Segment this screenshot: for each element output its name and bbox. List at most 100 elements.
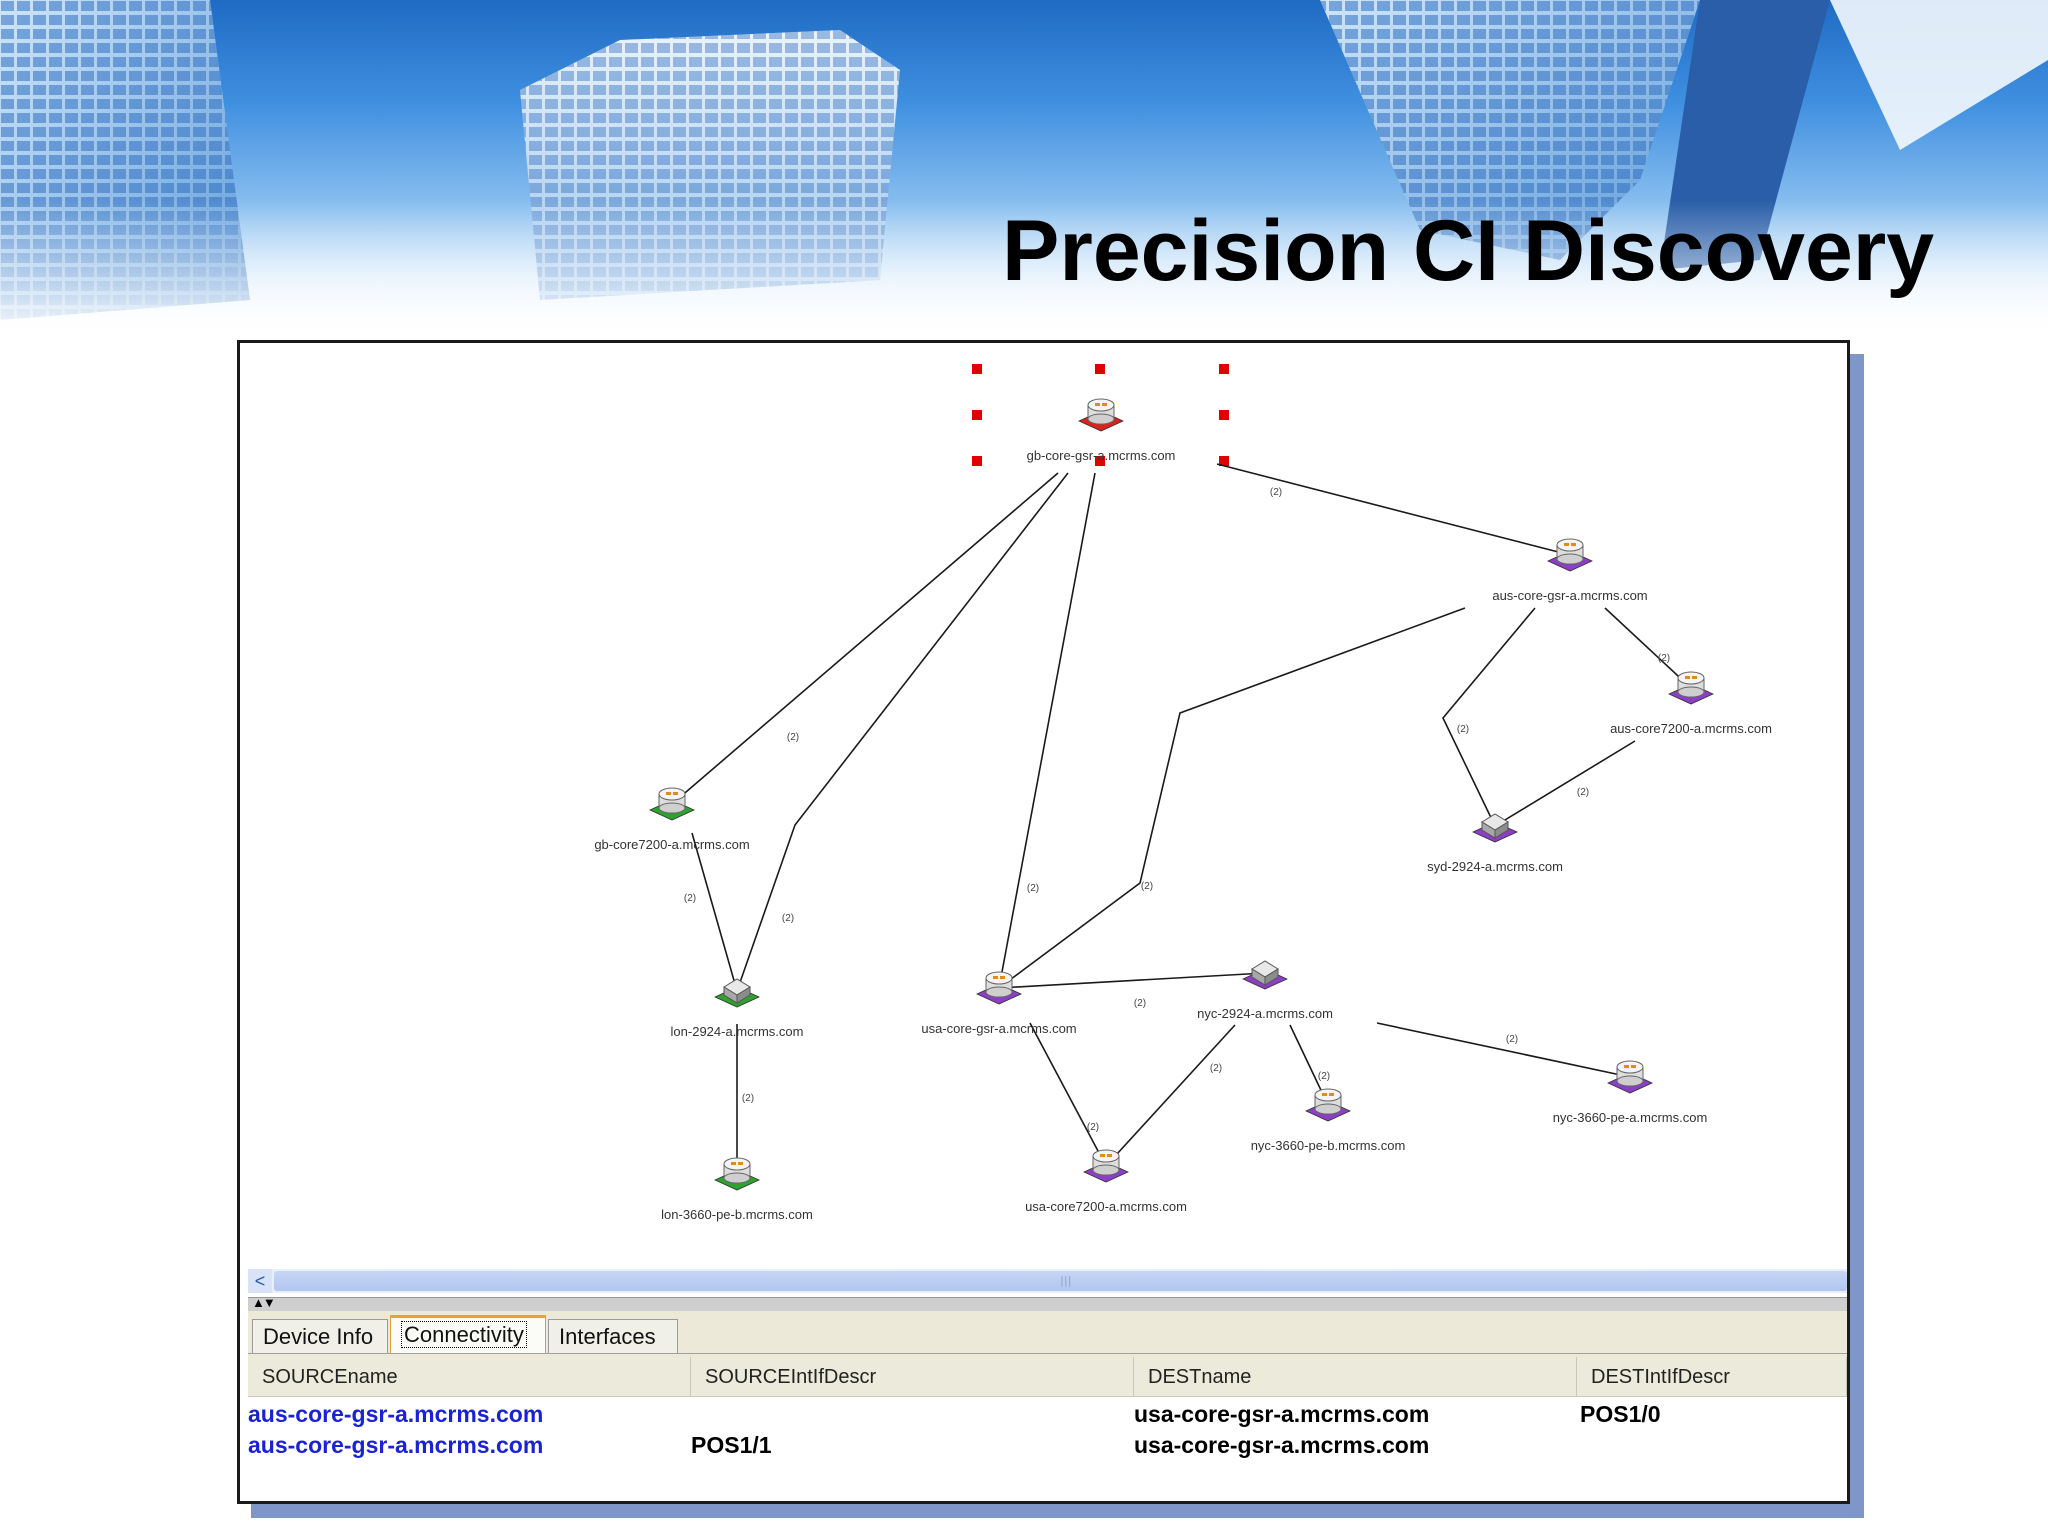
node-label: nyc-3660-pe-b.mcrms.com	[1251, 1138, 1406, 1153]
panel-splitter[interactable]: ▲▼	[248, 1295, 1847, 1312]
edge-aus-core7200-to-syd-2924[interactable]	[1494, 740, 1636, 827]
selection-handle[interactable]	[1095, 364, 1105, 374]
router-icon	[1305, 1088, 1351, 1122]
slide-title: Precision CI Discovery	[1002, 203, 1935, 299]
network-switch-icon	[1242, 960, 1288, 990]
connectivity-table: SOURCEname SOURCEIntIfDescr DESTname DES…	[248, 1357, 1847, 1501]
edge-count-label: (2)	[1457, 724, 1469, 735]
node-label: nyc-3660-pe-a.mcrms.com	[1553, 1110, 1708, 1125]
node-label: aus-core-gsr-a.mcrms.com	[1492, 588, 1647, 603]
node-nyc-3660-a[interactable]: nyc-3660-pe-a.mcrms.com	[1553, 1060, 1708, 1125]
edge-gb-core-gsr-to-aus-core-gsr[interactable]	[1216, 463, 1571, 556]
node-nyc-3660-b[interactable]: nyc-3660-pe-b.mcrms.com	[1251, 1088, 1406, 1153]
edge-count-label: (2)	[684, 893, 696, 904]
edge-count-label: (2)	[1506, 1034, 1518, 1045]
node-label: syd-2924-a.mcrms.com	[1427, 859, 1563, 874]
cell-destname: usa-core-gsr-a.mcrms.com	[1134, 1401, 1430, 1427]
edge-aus-core-gsr-to-syd-2924[interactable]	[1442, 607, 1536, 827]
network-switch-icon	[1472, 813, 1518, 843]
router-icon	[976, 971, 1022, 1005]
edge-count-label: (2)	[787, 732, 799, 743]
selection-handle[interactable]	[972, 410, 982, 420]
edge-count-label: (2)	[1658, 653, 1670, 664]
column-header-sourceintifdescr[interactable]: SOURCEIntIfDescr	[691, 1357, 1134, 1397]
scroll-grip-icon: |||	[1060, 1275, 1073, 1287]
splitter-arrows-icon[interactable]: ▲▼	[252, 1295, 276, 1310]
selection-handle[interactable]	[1219, 364, 1229, 374]
selection-handle[interactable]	[972, 456, 982, 466]
node-lon-2924[interactable]: lon-2924-a.mcrms.com	[671, 978, 804, 1039]
edge-count-label: (2)	[1087, 1122, 1099, 1133]
node-syd-2924[interactable]: syd-2924-a.mcrms.com	[1427, 813, 1563, 874]
scroll-thumb[interactable]: |||	[274, 1271, 1847, 1291]
node-lon-3660[interactable]: lon-3660-pe-b.mcrms.com	[661, 1157, 813, 1222]
tab-connectivity[interactable]: Connectivity	[390, 1315, 546, 1353]
selection-handles[interactable]	[972, 364, 1229, 466]
edge-usa-core-gsr-to-nyc-2924[interactable]	[998, 972, 1266, 989]
edge-count-label: (2)	[782, 913, 794, 924]
scroll-left-button[interactable]: <	[248, 1269, 272, 1293]
horizontal-scrollbar[interactable]: < |||	[248, 1269, 1847, 1293]
selection-handle[interactable]	[972, 364, 982, 374]
edge-aus-core-gsr-to-aus-core7200[interactable]	[1604, 607, 1692, 689]
selection-handle[interactable]	[1095, 456, 1105, 466]
node-aus-core7200[interactable]: aus-core7200-a.mcrms.com	[1610, 671, 1772, 736]
router-icon	[714, 1157, 760, 1191]
router-icon	[1607, 1060, 1653, 1094]
node-label: usa-core7200-a.mcrms.com	[1025, 1199, 1187, 1214]
cell-sourceintifdescr: POS1/1	[691, 1432, 772, 1458]
selection-handle[interactable]	[1219, 456, 1229, 466]
node-nyc-2924[interactable]: nyc-2924-a.mcrms.com	[1197, 960, 1333, 1021]
edge-count-label: (2)	[1134, 998, 1146, 1009]
router-icon	[1547, 538, 1593, 572]
nodes-layer: gb-core-gsr-a.mcrms.com aus-core-gsr-a.mc…	[594, 398, 1772, 1222]
edge-count-label: (2)	[1577, 787, 1589, 798]
edge-count-label: (2)	[1027, 883, 1039, 894]
node-label: nyc-2924-a.mcrms.com	[1197, 1006, 1333, 1021]
details-panel: Device Info Connectivity Interfaces SOUR…	[248, 1311, 1847, 1501]
edge-count-label: (2)	[742, 1093, 754, 1104]
node-gb-core-gsr[interactable]: gb-core-gsr-a.mcrms.com	[1027, 398, 1176, 463]
edges-layer: (2) (2) (2) (2) (2) (2) (2) (2) (2) (2) (2) (2) (2) (…	[671, 463, 1692, 1174]
router-icon	[1078, 398, 1124, 432]
topology-canvas[interactable]: (2) (2) (2) (2) (2) (2) (2) (2) (2) (2) (2) (2) (2) (…	[240, 343, 1847, 1267]
tab-device-info[interactable]: Device Info	[252, 1319, 388, 1353]
topology-app-window: (2) (2) (2) (2) (2) (2) (2) (2) (2) (2) (2) (2) (2) (…	[237, 340, 1850, 1504]
node-label: gb-core-gsr-a.mcrms.com	[1027, 448, 1176, 463]
edge-aus-core-gsr-to-usa-core-gsr[interactable]	[998, 607, 1466, 989]
edge-count-label: (2)	[1210, 1063, 1222, 1074]
edge-count-label: (2)	[1141, 881, 1153, 892]
cell-sourcename[interactable]: aus-core-gsr-a.mcrms.com	[248, 1432, 544, 1458]
tab-bar: Device Info Connectivity Interfaces	[248, 1311, 1847, 1354]
edge-gb-core-gsr-to-gb-core7200[interactable]	[671, 472, 1059, 805]
node-label: lon-2924-a.mcrms.com	[671, 1024, 804, 1039]
cell-destname: usa-core-gsr-a.mcrms.com	[1134, 1432, 1430, 1458]
node-usa-core-gsr[interactable]: usa-core-gsr-a.mcrms.com	[921, 971, 1077, 1036]
edge-nyc-2924-to-usa-core7200[interactable]	[1105, 1024, 1236, 1167]
edge-gb-core7200-to-lon-2924[interactable]	[691, 832, 738, 992]
network-switch-icon	[714, 978, 760, 1008]
selection-handle[interactable]	[1219, 410, 1229, 420]
column-header-sourcename[interactable]: SOURCEname	[248, 1357, 691, 1397]
router-icon	[1083, 1149, 1129, 1183]
tab-interfaces[interactable]: Interfaces	[548, 1319, 678, 1353]
cell-destintifdescr: POS1/0	[1580, 1401, 1661, 1427]
edge-count-label: (2)	[1270, 487, 1282, 498]
edge-usa-core-gsr-to-usa-core7200[interactable]	[1029, 1022, 1107, 1167]
node-label: aus-core7200-a.mcrms.com	[1610, 721, 1772, 736]
edge-nyc-2924-to-nyc-3660-a[interactable]	[1376, 1022, 1631, 1078]
router-icon	[649, 787, 695, 821]
cell-sourcename[interactable]: aus-core-gsr-a.mcrms.com	[248, 1401, 544, 1427]
node-label: lon-3660-pe-b.mcrms.com	[661, 1207, 813, 1222]
node-gb-core7200[interactable]: gb-core7200-a.mcrms.com	[594, 787, 750, 852]
column-header-destintifdescr[interactable]: DESTIntIfDescr	[1577, 1357, 1847, 1397]
edge-count-label: (2)	[1318, 1071, 1330, 1082]
column-header-destname[interactable]: DESTname	[1134, 1357, 1577, 1397]
node-aus-core-gsr[interactable]: aus-core-gsr-a.mcrms.com	[1492, 538, 1648, 603]
header-banner	[0, 0, 2048, 340]
router-icon	[1668, 671, 1714, 705]
node-usa-core7200[interactable]: usa-core7200-a.mcrms.com	[1025, 1149, 1187, 1214]
node-label: usa-core-gsr-a.mcrms.com	[921, 1021, 1076, 1036]
edge-gb-core-gsr-to-lon-2924[interactable]	[736, 472, 1069, 992]
edge-gb-core-gsr-to-usa-core-gsr[interactable]	[998, 472, 1096, 989]
